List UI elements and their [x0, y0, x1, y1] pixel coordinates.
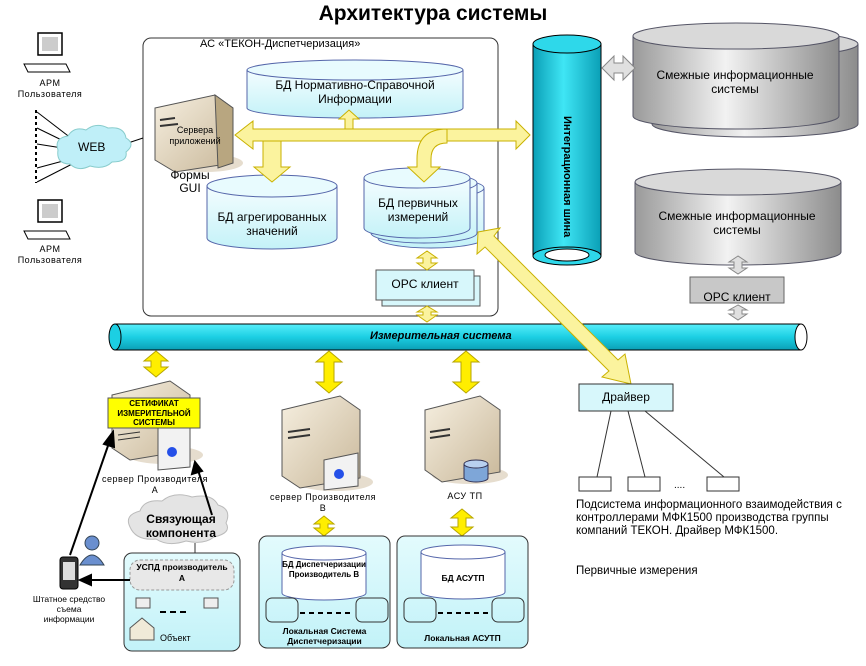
gui-forms-label: Формы GUI [170, 168, 210, 195]
controller-box-3 [706, 476, 740, 492]
main-system-label: АС «ТЕКОН-Диспетчеризация» [200, 38, 361, 50]
server-b-icon [281, 395, 373, 491]
link-cloud-label: Связующая компонента [145, 512, 217, 540]
user-top-label: АРМ Пользователя [17, 78, 83, 99]
driver-ellipsis: .... [674, 480, 686, 491]
app-server-label: Сервера приложений [169, 125, 221, 146]
server-b-label: сервер Производителя В [270, 492, 376, 513]
db-nsi [246, 59, 464, 119]
integration-bus [532, 34, 602, 266]
house-icon [129, 617, 155, 641]
grey-arrow-bus-adjacent [601, 54, 636, 82]
db-primary-label: БД первичных измерений [378, 196, 458, 224]
certificate-box [107, 397, 201, 429]
opc-client-right-box [689, 276, 785, 304]
opc-client-right-label: OPC клиент [703, 290, 771, 304]
db-nsi-label: БД Нормативно-Справочной Информации [275, 78, 435, 106]
yellow-arrow-primary-opc [415, 250, 439, 271]
adjacent-systems-top-label: Смежные информационные системы [656, 68, 814, 96]
local-dispatch-label: Локальная Система Диспетчеризации [282, 626, 367, 646]
yellow-arrow-to-aggregated [252, 140, 292, 183]
user-computer-bottom-icon [23, 199, 71, 240]
server-a-label: сервер Производителя А [102, 474, 208, 495]
page-title: Архитектура системы [318, 2, 548, 25]
asutp-server-label: АСУ ТП [447, 491, 483, 501]
opc-client-left-box [375, 269, 475, 301]
opc-client-left-label: OPC клиент [391, 277, 459, 291]
adjacent-systems-top-db [632, 22, 859, 138]
primary-measurements-label: Первичные измерения [576, 565, 698, 577]
user-bottom-label: АРМ Пользователя [17, 244, 83, 265]
black-arrows [69, 429, 213, 587]
asutp-server-icon [424, 395, 508, 484]
handheld-label: Штатное средство съема информации [32, 594, 106, 624]
db-dispatch-b-label: БД Диспетчеризации Производитель В [282, 560, 366, 579]
driver-lines [596, 410, 725, 478]
db-asutp [420, 544, 506, 600]
measurement-bus-label: Измерительная система [370, 330, 512, 342]
object-label: Объект [160, 633, 191, 643]
yellow-arrow-asutp-local [449, 508, 475, 537]
integration-bus-label: Интеграционная шина [561, 116, 573, 238]
db-asutp-label: БД АСУТП [441, 573, 485, 583]
uspd-box [129, 559, 235, 591]
grey-arrow-opc-bus [727, 304, 749, 321]
yellow-main-bus-arrow [234, 119, 531, 151]
controller-box-2 [627, 476, 661, 492]
adjacent-systems-bottom-label: Смежные информационные системы [658, 209, 816, 237]
app-server-icon [154, 93, 243, 173]
driver-label: Драйвер [602, 390, 650, 404]
web-label: WEB [78, 140, 106, 154]
yellow-arrow-bus-server-b [314, 350, 344, 394]
controller-box-1 [578, 476, 612, 492]
uspd-label: УСПД производитель А [136, 562, 228, 583]
user-computer-top-icon [23, 32, 71, 73]
driver-box [578, 383, 674, 412]
web-cloud [56, 124, 132, 170]
yellow-arrow-opc-bus [415, 305, 439, 323]
driver-description: Подсистема информационного взаимодействи… [576, 499, 842, 537]
measurement-bus [108, 323, 808, 351]
db-aggregated-label: БД агрегированных значений [217, 210, 327, 238]
meter-icons-a [135, 597, 219, 613]
yellow-arrow-bus-asutp [451, 350, 481, 394]
handheld-device-icon [59, 556, 79, 590]
adjacent-systems-bottom-db [634, 168, 842, 266]
local-asutp-label: Локальная АСУТП [424, 633, 501, 643]
link-cloud [127, 494, 229, 545]
certificate-label: СЕТИФИКАТ ИЗМЕРИТЕЛЬНОЙ СИСТЕМЫ [117, 399, 191, 427]
db-dispatch-b [281, 545, 367, 601]
db-aggregated [206, 174, 338, 250]
yellow-arrow-to-nsi [337, 109, 361, 130]
db-primary [363, 167, 485, 249]
yellow-arrow-server-b-local [312, 515, 336, 537]
person-icon [79, 535, 105, 566]
yellow-arrow-bus-server-a [142, 350, 170, 378]
yellow-arrow-to-primary [406, 128, 448, 183]
grey-arrow-adjacent-opc [727, 255, 749, 275]
